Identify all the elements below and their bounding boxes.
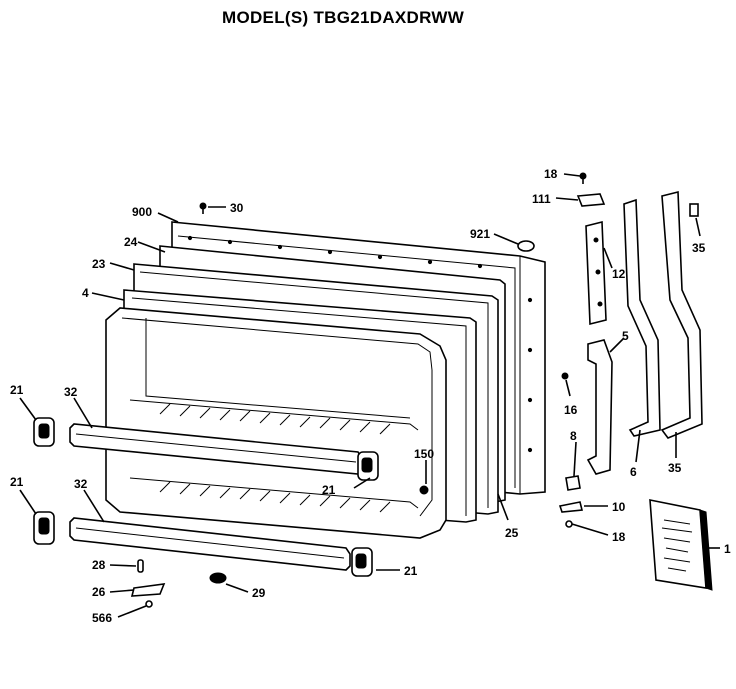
pin-28	[137, 559, 144, 573]
label-921: 921	[470, 227, 490, 241]
plug-921	[517, 240, 535, 252]
label-25: 25	[505, 526, 519, 540]
handle-insert-35	[689, 203, 699, 217]
label-35-bottom: 35	[668, 461, 682, 475]
bar-end-cap-upper-left	[33, 417, 55, 447]
label-6: 6	[630, 465, 637, 479]
label-26: 26	[92, 585, 106, 599]
label-23: 23	[92, 257, 106, 271]
label-18-top: 18	[544, 167, 558, 181]
label-30: 30	[230, 201, 244, 215]
label-32-lower: 32	[74, 477, 88, 491]
door-shelf-bar-lower	[69, 517, 351, 571]
leader-lines	[19, 173, 720, 618]
door-handle-6	[623, 198, 661, 437]
label-21-upper-left: 21	[10, 383, 24, 397]
label-29: 29	[252, 586, 266, 600]
label-21-center: 21	[322, 483, 336, 497]
owner-manual-1	[649, 499, 713, 591]
bar-end-cap-lower-left	[33, 511, 55, 545]
label-21-lower-right: 21	[404, 564, 418, 578]
bar-end-cap-lower-right	[351, 547, 373, 577]
screw-18-top	[579, 172, 587, 184]
hinge-bracket-5	[586, 339, 613, 475]
label-900: 900	[132, 205, 152, 219]
model-title: MODEL(S) TBG21DAXDRWW	[222, 8, 465, 27]
clip-8	[565, 475, 581, 491]
screw-30	[199, 202, 207, 214]
door-handle-35	[660, 190, 703, 439]
label-12: 12	[612, 267, 626, 281]
label-16: 16	[564, 403, 578, 417]
label-5: 5	[622, 329, 629, 343]
label-111: 111	[532, 192, 551, 206]
label-32-upper: 32	[64, 385, 78, 399]
bar-end-cap-upper-right	[357, 451, 379, 481]
label-35-top: 35	[692, 241, 706, 255]
screw-16	[561, 372, 569, 380]
label-566: 566	[92, 611, 112, 625]
label-1: 1	[724, 542, 731, 556]
label-21-lower-left: 21	[10, 475, 24, 489]
screw-18-bottom	[565, 520, 573, 528]
label-18-bottom: 18	[612, 530, 626, 544]
hinge-111	[576, 193, 606, 207]
hinge-strip-12	[585, 220, 607, 326]
label-28: 28	[92, 558, 106, 572]
bumper-29	[209, 572, 227, 584]
label-8: 8	[570, 429, 577, 443]
screw-150	[419, 485, 429, 495]
label-4: 4	[82, 286, 89, 300]
label-10: 10	[612, 500, 626, 514]
screw-566	[145, 600, 153, 608]
label-24: 24	[124, 235, 138, 249]
door-inner-liner	[105, 307, 447, 539]
label-150: 150	[414, 447, 434, 461]
bracket-26	[130, 583, 166, 597]
hinge-10	[558, 501, 584, 513]
